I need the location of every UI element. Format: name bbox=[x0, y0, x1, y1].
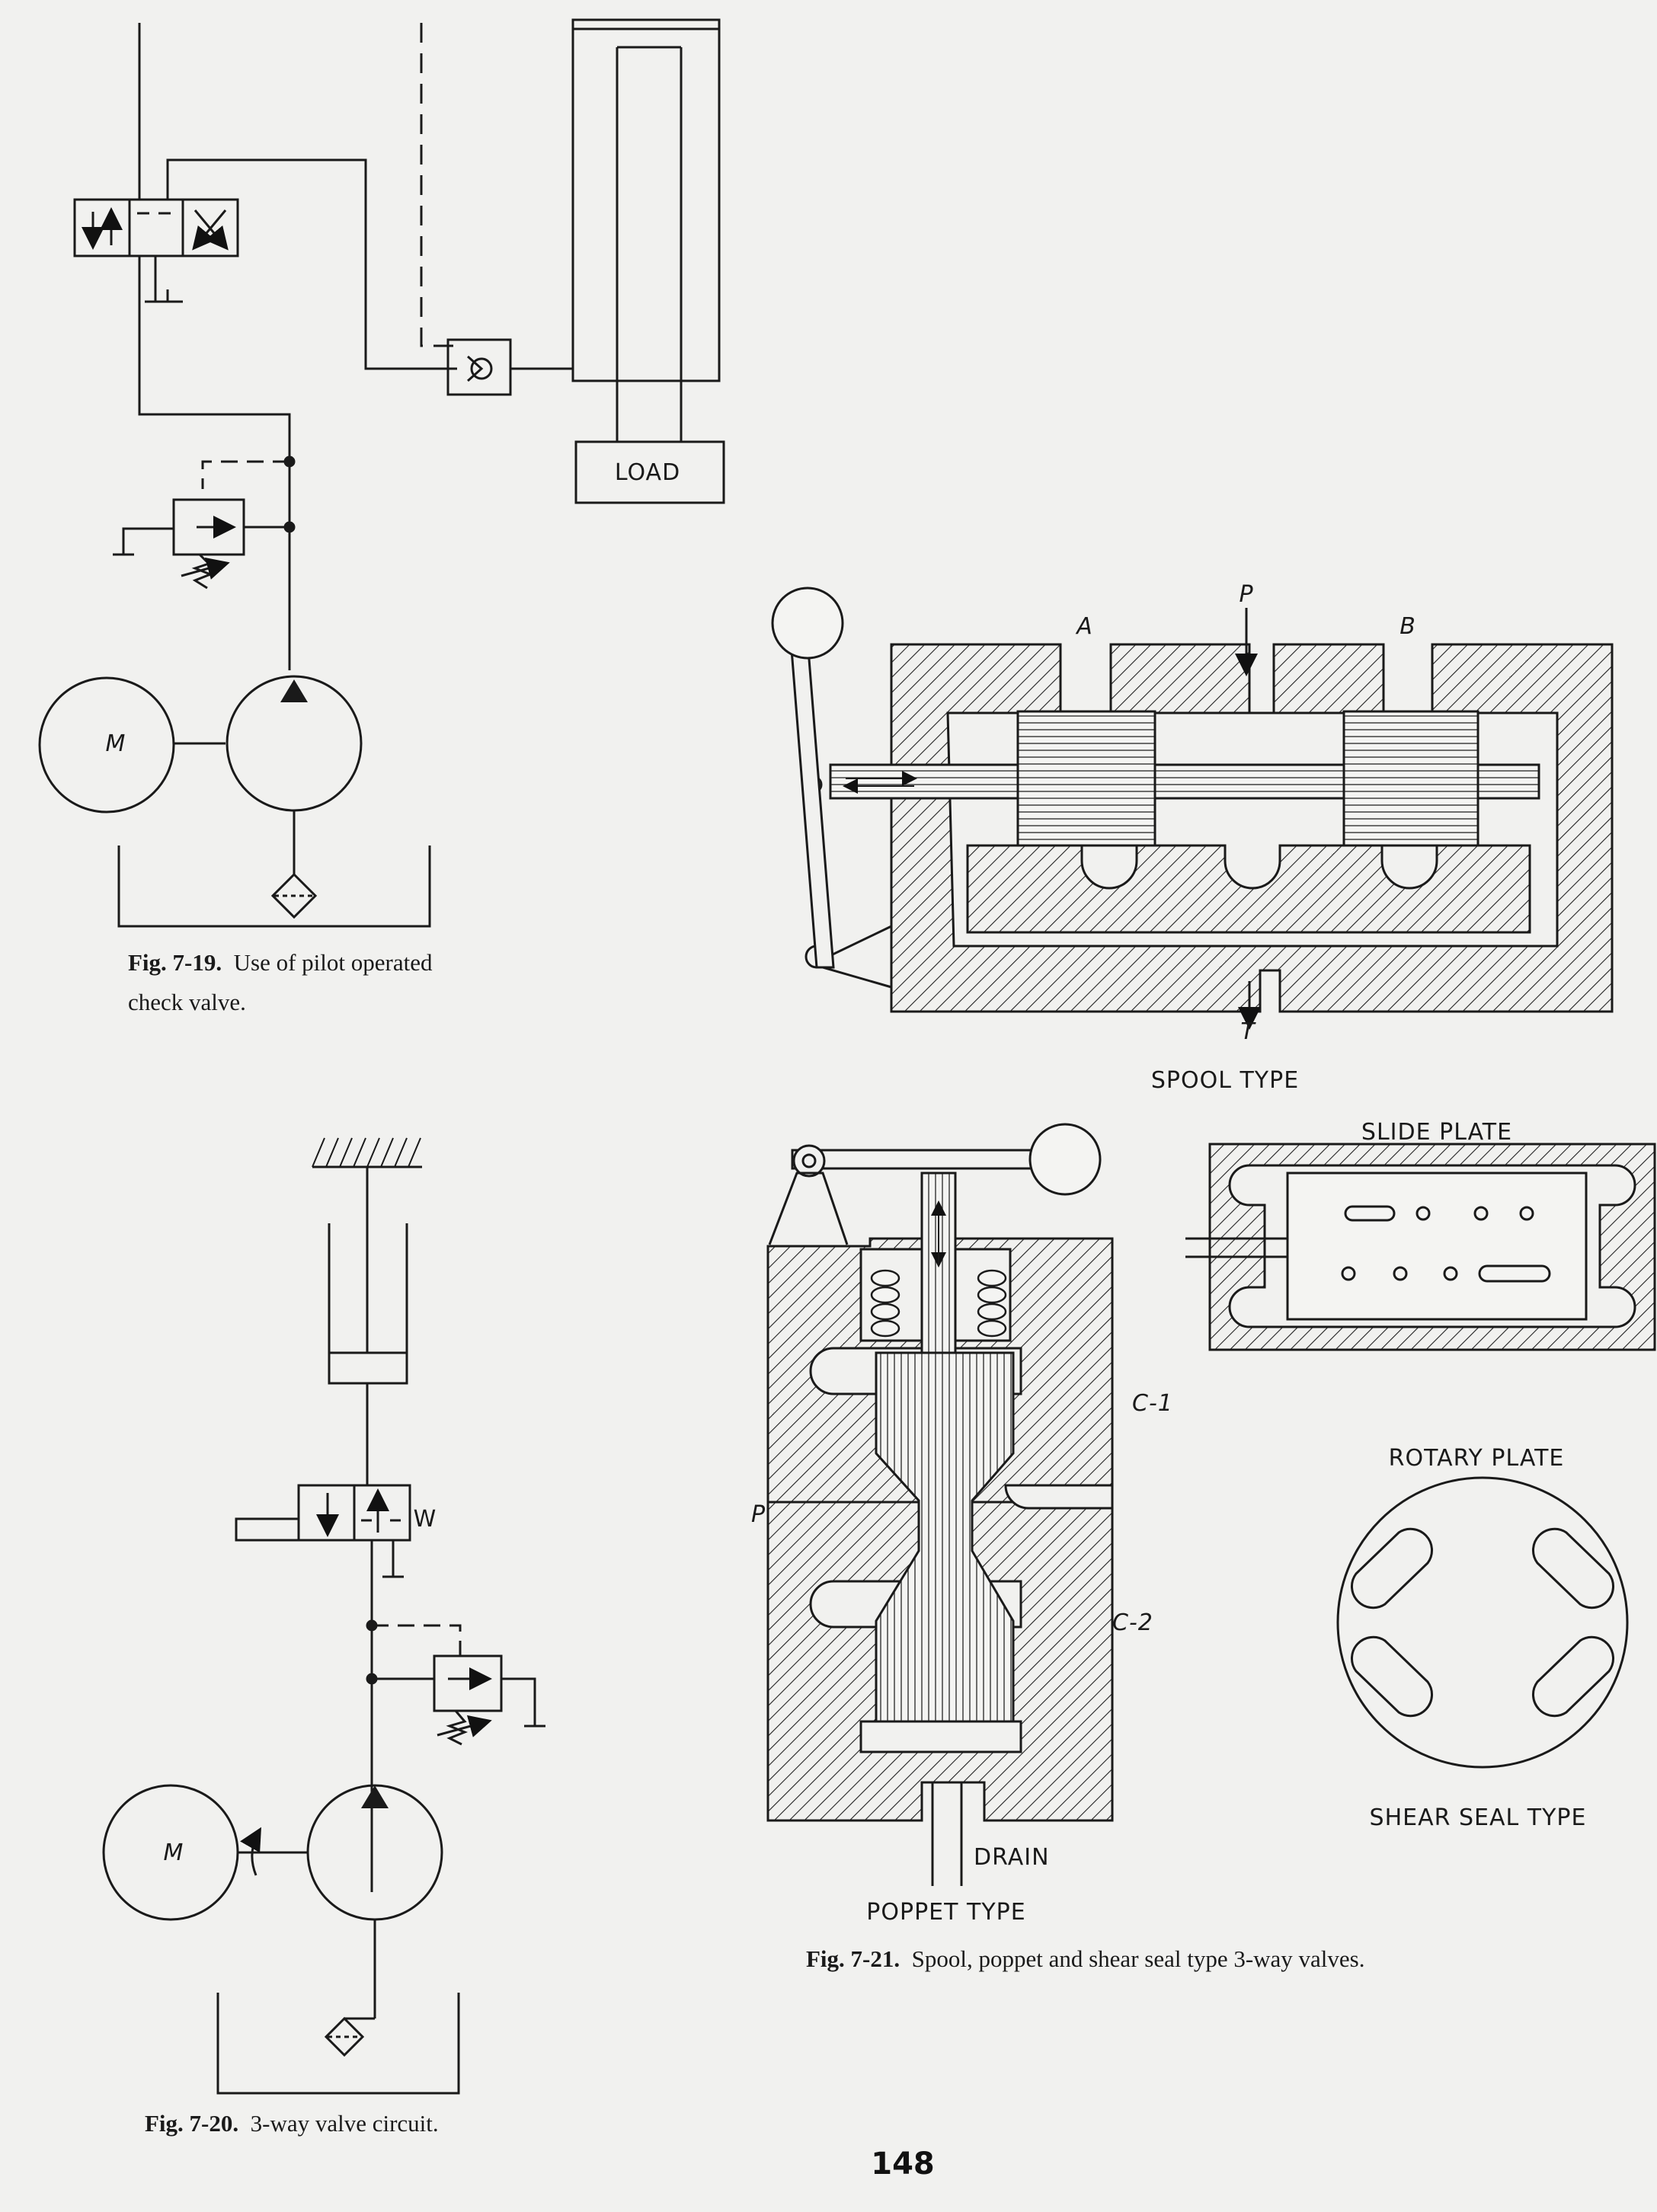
spool-port-p: P bbox=[1239, 581, 1253, 608]
fig-7-20-caption: Fig. 7-20. 3-way valve circuit. bbox=[145, 2104, 602, 2143]
fig-7-21-caption-text: Spool, poppet and shear seal type 3-way … bbox=[911, 1945, 1365, 1972]
lever-knob bbox=[771, 587, 844, 660]
poppet-valve bbox=[766, 1123, 1114, 1886]
fig-7-19-caption-line2: check valve. bbox=[128, 989, 246, 1015]
fig-7-20-caption-text: 3-way valve circuit. bbox=[250, 2110, 439, 2137]
fig-7-21-number: Fig. 7-21. bbox=[806, 1945, 900, 1972]
spool-port-a: A bbox=[1075, 613, 1093, 640]
slide-plate-label: SLIDE PLATE bbox=[1361, 1119, 1512, 1146]
fig-7-19-number: Fig. 7-19. bbox=[128, 949, 222, 976]
slide-plate bbox=[1286, 1172, 1588, 1321]
fig-7-19-circuit bbox=[38, 18, 725, 928]
poppet-drain-label: DRAIN bbox=[974, 1844, 1050, 1871]
relief-valve bbox=[113, 460, 289, 590]
fig-7-20-motor-label: M bbox=[164, 1840, 184, 1866]
slide-plate-valve bbox=[1185, 1143, 1656, 1351]
rotary-plate-valve bbox=[1336, 1476, 1629, 1769]
spool-type-label: SPOOL TYPE bbox=[1151, 1067, 1299, 1094]
rotary-plate-label: ROTARY PLATE bbox=[1389, 1445, 1565, 1472]
cylinder bbox=[571, 18, 725, 504]
rotary-plate bbox=[1336, 1476, 1629, 1769]
poppet-port-c1: C-1 bbox=[1132, 1390, 1173, 1417]
spool-land-left bbox=[1016, 710, 1156, 847]
poppet-port-p: P bbox=[751, 1501, 766, 1528]
fig-7-20-circuit bbox=[102, 1137, 545, 2095]
poppet-type-label: POPPET TYPE bbox=[866, 1899, 1025, 1926]
poppet-spring bbox=[870, 1269, 1007, 1338]
fig-7-19-caption: Fig. 7-19. Use of pilot operated check v… bbox=[128, 943, 555, 1022]
motor-circle bbox=[38, 676, 175, 814]
spool-port-b: B bbox=[1399, 613, 1416, 640]
three-way-valve bbox=[235, 1484, 411, 1542]
poppet-lever-knob bbox=[1028, 1123, 1102, 1196]
fig-7-20-solenoid-label: W bbox=[414, 1506, 437, 1533]
directional-valve bbox=[73, 198, 239, 257]
relief-valve-2 bbox=[372, 1624, 545, 1746]
page-number: 148 bbox=[871, 2146, 935, 2182]
poppet-body bbox=[875, 1351, 1015, 1723]
spool-land-right bbox=[1342, 710, 1479, 847]
spool-valve bbox=[771, 587, 1614, 1030]
spool-port-t: T bbox=[1240, 1018, 1256, 1045]
fig-7-20-number: Fig. 7-20. bbox=[145, 2110, 239, 2137]
fig-7-21-caption: Fig. 7-21. Spool, poppet and shear seal … bbox=[806, 1939, 1614, 1979]
fig-7-19-caption-line1: Use of pilot operated bbox=[233, 949, 433, 976]
pilot-check-valve bbox=[446, 338, 512, 396]
fig-7-19-load-label: LOAD bbox=[615, 459, 680, 486]
poppet-port-c2: C-2 bbox=[1112, 1609, 1153, 1636]
fig-7-19-motor-label: M bbox=[106, 730, 126, 757]
shear-seal-type-label: SHEAR SEAL TYPE bbox=[1370, 1804, 1587, 1831]
